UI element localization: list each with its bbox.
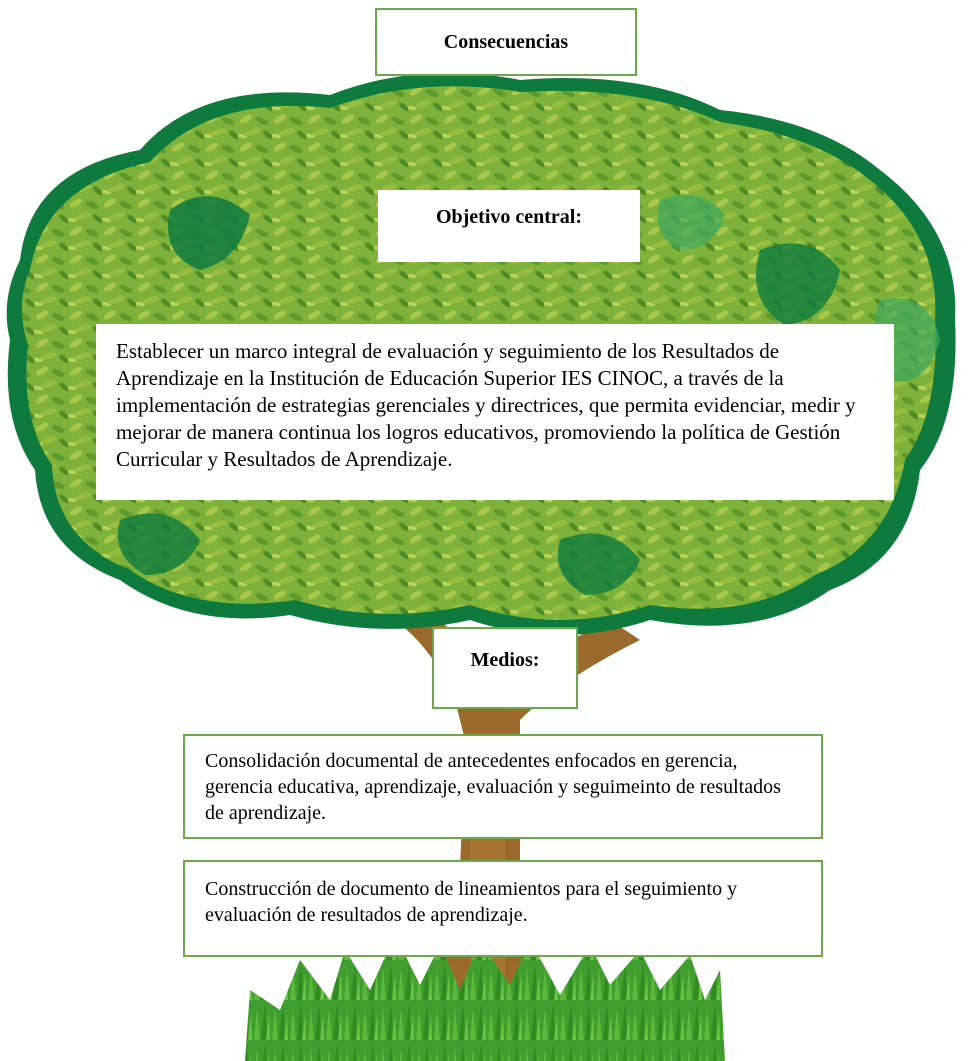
grass [245,935,725,1061]
means-item-text: Construcción de documento de lineamiento… [205,878,738,926]
objective-text-box: Establecer un marco integral de evaluaci… [96,324,894,500]
objective-label: Objetivo central: [435,206,583,228]
means-item-text: Consolidación documental de antecedentes… [205,750,781,824]
means-item: Construcción de documento de lineamiento… [183,860,823,957]
consequences-box: Consecuencias [375,8,637,76]
objective-label-box: Objetivo central: [378,190,640,262]
means-item: Consolidación documental de antecedentes… [183,734,823,839]
means-label-box: Medios: [432,627,578,709]
means-label: Medios: [470,649,540,671]
objective-text: Establecer un marco integral de evaluaci… [116,339,856,471]
consequences-label: Consecuencias [443,31,569,53]
